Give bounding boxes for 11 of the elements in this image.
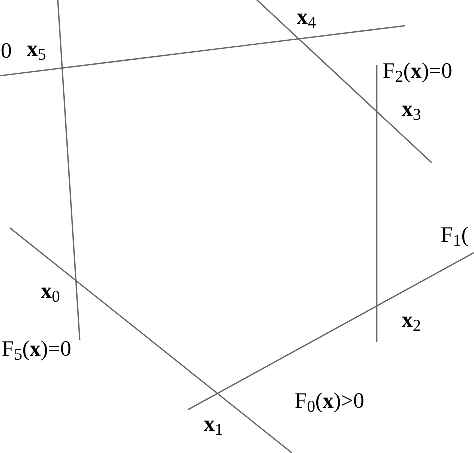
math-label: x$_{4}$ (297, 6, 316, 28)
math-label: F$_{2}$(x)=0 (383, 60, 453, 82)
math-label: x$_{1}$ (204, 413, 224, 435)
math-label: 0 (1, 40, 12, 62)
math-label: x$_{3}$ (402, 98, 422, 120)
math-label: F$_{1}$( (441, 224, 469, 246)
math-label: x$_{5}$ (27, 38, 46, 60)
math-label: F$_{0}$(x)>0 (295, 390, 365, 412)
math-label: F$_{5}$(x)=0 (2, 338, 72, 360)
math-label: x$_{0}$ (41, 280, 60, 302)
math-label: x$_{2}$ (402, 309, 422, 331)
